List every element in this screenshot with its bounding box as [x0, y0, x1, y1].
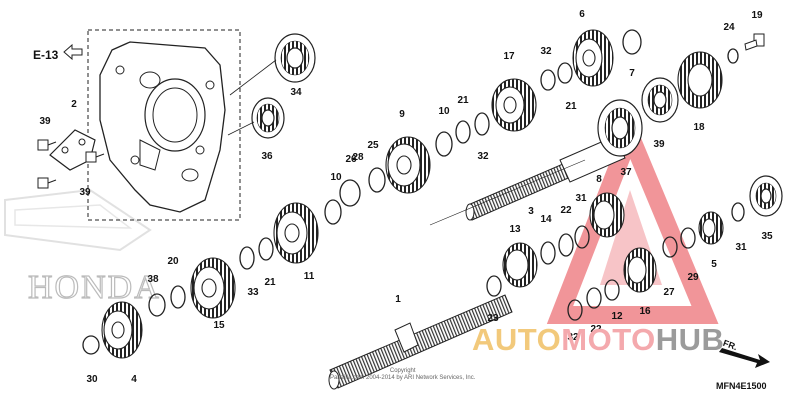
automotohub-watermark: AUTOMOTOHUB [472, 322, 724, 358]
honda-wing-watermark [4, 188, 152, 252]
part-number-label: 39 [39, 116, 51, 127]
watermark-moto: MOTO [561, 322, 656, 357]
direction-reference: E-13 [33, 48, 59, 62]
part-number-label: 39 [653, 139, 665, 150]
front-arrow [719, 348, 770, 368]
part-number-label: 28 [352, 152, 364, 163]
part-number-label: 33 [247, 287, 259, 298]
part-number-label: 26 [345, 154, 357, 165]
part-number-label: 38 [147, 274, 159, 285]
case-outline [87, 29, 241, 221]
crankcase-cover [99, 41, 226, 213]
part-number-label: 35 [761, 231, 773, 242]
mainshaft [328, 294, 513, 390]
part-number-label: 9 [399, 109, 405, 120]
copyright-line-2: Partzilla.com 2004-2014 by ARI Network S… [330, 375, 476, 381]
part-number-label: 23 [487, 313, 499, 324]
bearings-left [251, 33, 316, 139]
part-number-label: 34 [290, 87, 302, 98]
part-number-label: 14 [540, 214, 552, 225]
part-number-label: 32 [477, 151, 489, 162]
part-number-label: 31 [575, 193, 587, 204]
part-number-label: 8 [596, 174, 602, 185]
part-number-label: 6 [579, 9, 585, 20]
part-number-label: 15 [213, 320, 225, 331]
honda-watermark-text: HONDA [28, 269, 161, 306]
bearings-right [597, 77, 783, 217]
e13-arrow [63, 43, 83, 61]
washers [82, 29, 745, 355]
part-number-label: 7 [629, 68, 635, 79]
part-number-label: 12 [611, 311, 623, 322]
copyright-line-1: Copyright [389, 368, 416, 374]
part-number-label: 29 [687, 272, 699, 283]
part-number-label: 22 [590, 324, 602, 335]
part-number-label: 2 [71, 99, 77, 110]
part-number-label: 17 [503, 51, 515, 62]
part-number-label: 21 [457, 95, 469, 106]
part-number-label: 3 [528, 206, 534, 217]
part-number-label: 39 [79, 187, 91, 198]
part-number-label: 37 [620, 167, 632, 178]
part-number-label: 19 [751, 10, 763, 21]
part-number-label: 21 [565, 101, 577, 112]
part-number-label: 25 [367, 140, 379, 151]
part-number-label: 36 [261, 151, 273, 162]
part-number-label: 1 [395, 294, 401, 305]
watermark-hub: HUB [655, 322, 725, 357]
gears [101, 29, 724, 359]
part-number-label: 24 [723, 22, 735, 33]
part-number-label: 13 [509, 224, 521, 235]
watermark-auto: AUTO [472, 322, 562, 357]
copyright: Copyright Partzilla.com 2004-2014 by ARI… [330, 368, 475, 382]
part-number-label: 10 [330, 172, 342, 183]
part-number-label: 32 [540, 46, 552, 57]
part-number-label: 27 [663, 287, 675, 298]
part-number-label: 5 [711, 259, 717, 270]
part-number-label: 4 [131, 374, 137, 385]
part-number-label: 11 [303, 271, 315, 282]
part-number-label: 31 [735, 242, 747, 253]
part-number-label: 10 [438, 106, 450, 117]
part-number-label: 22 [560, 205, 572, 216]
diagram-code: MFN4E1500 [716, 381, 767, 391]
part-number-label: 20 [167, 256, 179, 267]
part-number-label: 30 [86, 374, 98, 385]
part-number-label: 16 [639, 306, 651, 317]
part-number-label: 32 [567, 332, 579, 343]
bolt-parts [37, 139, 105, 189]
bolt-19 [744, 33, 765, 51]
part-number-label: 21 [264, 277, 276, 288]
part-number-label: 18 [693, 122, 705, 133]
